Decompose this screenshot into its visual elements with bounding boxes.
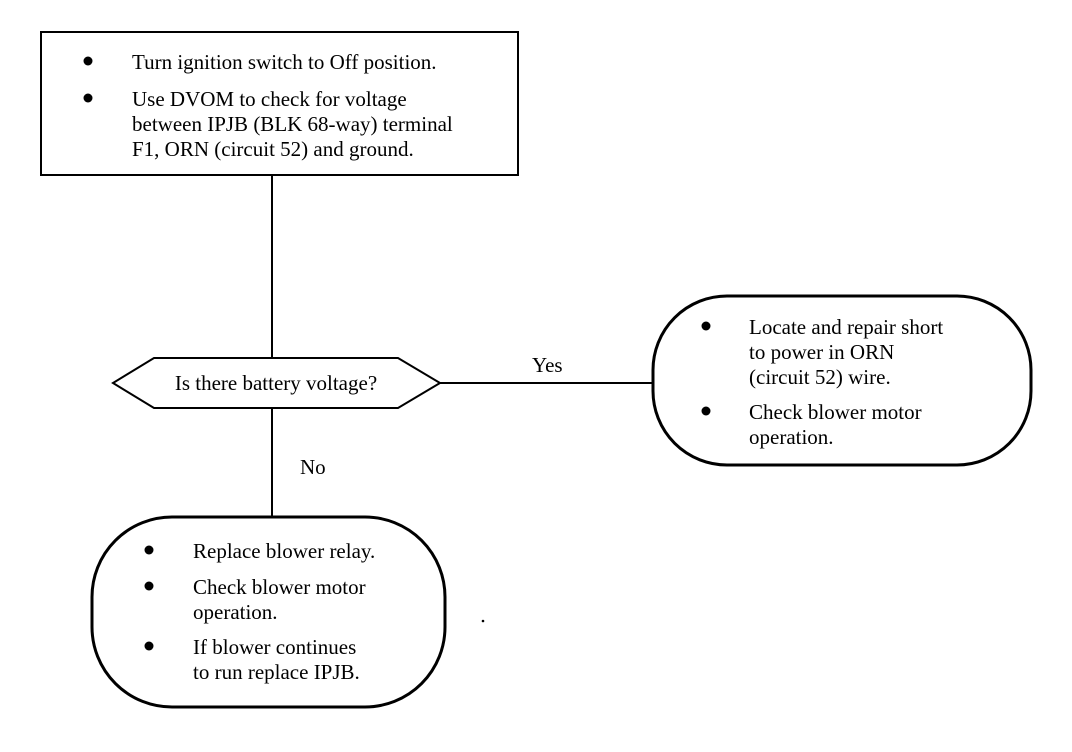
bullet-dot xyxy=(83,56,93,66)
bullet-dot xyxy=(701,406,711,416)
yes-box-line: Check blower motor xyxy=(749,400,922,424)
start-box: Turn ignition switch to Off position. Us… xyxy=(40,31,519,176)
bullet-dot xyxy=(701,321,711,331)
start-box-line: Turn ignition switch to Off position. xyxy=(132,50,437,74)
decision-node: Is there battery voltage? xyxy=(111,357,442,409)
svg-text:If blower continues to r: If blower continues to run replace IPJB. xyxy=(193,635,362,684)
bullet-dot xyxy=(144,641,154,651)
yes-box-line: to power in ORN xyxy=(749,340,894,364)
yes-box-line: operation. xyxy=(749,425,834,449)
svg-text:Locate and repair short: Locate and repair short to power in ORN … xyxy=(749,315,948,389)
svg-text:Check blower motor opera: Check blower motor operation. xyxy=(749,400,927,449)
start-box-line: Use DVOM to check for voltage xyxy=(132,87,407,111)
scan-speck xyxy=(481,619,485,623)
no-box-line: Replace blower relay. xyxy=(193,539,375,563)
svg-text:Replace blower relay.: Replace blower relay. xyxy=(193,539,375,563)
no-label: No xyxy=(300,455,326,479)
no-box-line: Check blower motor xyxy=(193,575,366,599)
no-box-line: If blower continues xyxy=(193,635,356,659)
no-box-line: operation. xyxy=(193,600,278,624)
start-box-line: between IPJB (BLK 68-way) terminal xyxy=(132,112,453,136)
bullet-dot xyxy=(83,93,93,103)
svg-text:Turn ignition switch to Off po: Turn ignition switch to Off position. xyxy=(132,50,437,74)
start-box-line: F1, ORN (circuit 52) and ground. xyxy=(132,137,414,161)
yes-label: Yes xyxy=(532,353,563,377)
no-box: Replace blower relay. Check blower motor… xyxy=(90,515,447,709)
no-box-line: to run replace IPJB. xyxy=(193,660,360,684)
decision-text: Is there battery voltage? xyxy=(175,371,377,395)
svg-text:Check blower motor opera: Check blower motor operation. xyxy=(193,575,371,624)
svg-text:Use DVOM to check for voltage: Use DVOM to check for voltage between IP… xyxy=(132,87,458,161)
yes-box: Locate and repair short to power in ORN … xyxy=(651,294,1033,467)
yes-box-line: Locate and repair short xyxy=(749,315,943,339)
yes-box-line: (circuit 52) wire. xyxy=(749,365,891,389)
bullet-dot xyxy=(144,581,154,591)
bullet-dot xyxy=(144,545,154,555)
